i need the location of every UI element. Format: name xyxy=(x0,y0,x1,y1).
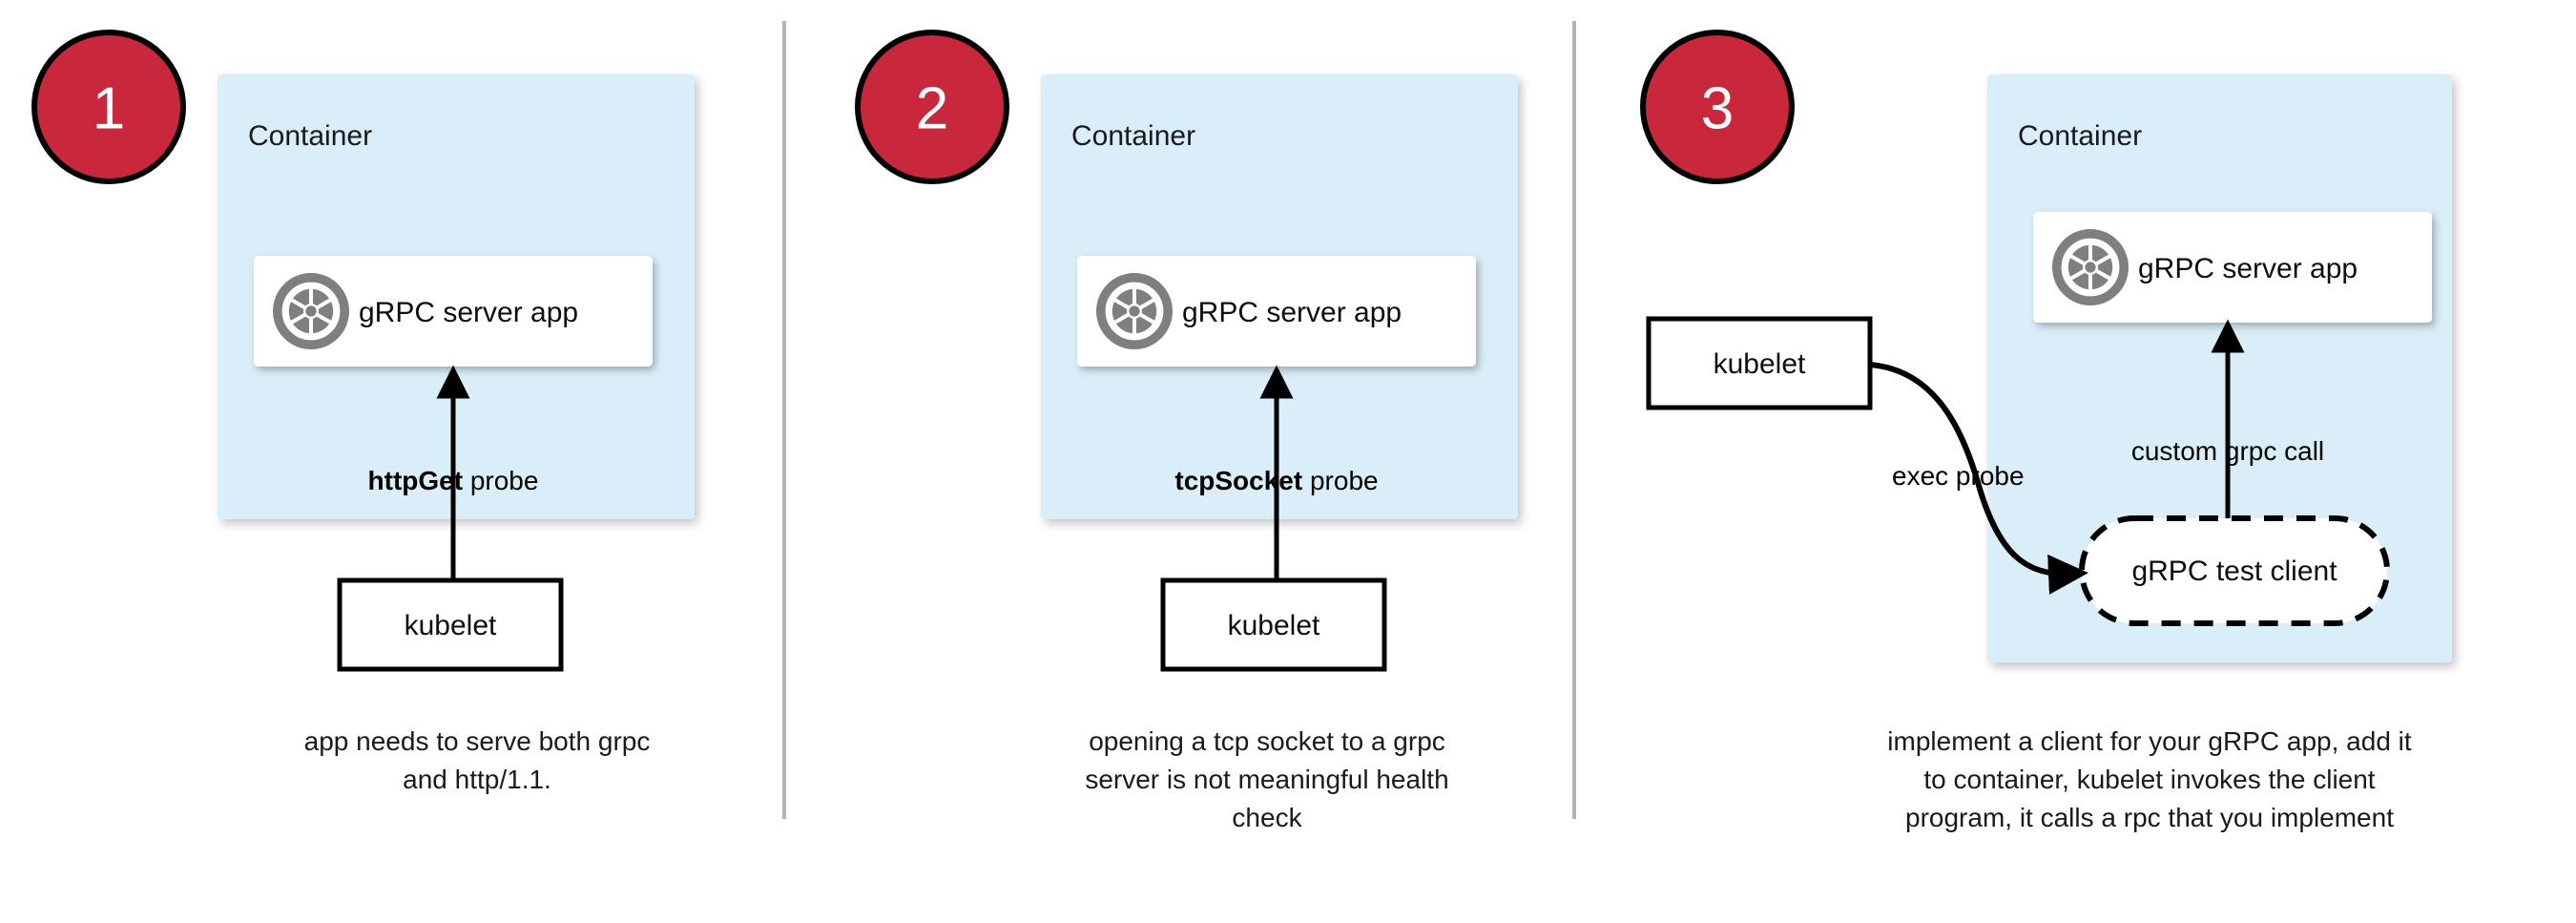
probe-rest-text: probe xyxy=(1948,461,2024,491)
exec-probe-label: exec probe xyxy=(1892,461,2025,491)
kubelet-box xyxy=(337,577,564,672)
kubelet-label: kubelet xyxy=(1714,348,1806,380)
kubelet-label: kubelet xyxy=(1228,610,1320,641)
app-card-bg xyxy=(254,256,653,367)
caption-line-3: program, it calls a rpc that you impleme… xyxy=(1905,803,2394,832)
kubelet-node-1: kubelet xyxy=(337,577,564,672)
container-label-2: Container xyxy=(1071,120,1195,152)
custom-grpc-call-label: custom grpc call xyxy=(2131,436,2324,466)
grpc-server-app-node-2: gRPC server app xyxy=(1077,256,1476,367)
step-badge-1: 1 xyxy=(31,30,186,184)
badge-number: 1 xyxy=(93,75,125,141)
badge-number: 3 xyxy=(1701,75,1734,141)
step-badge-3: 3 xyxy=(1640,30,1795,184)
exec-probe-arrow xyxy=(1869,362,2088,595)
badge-circle xyxy=(31,30,186,184)
probe-bold-text: exec xyxy=(1892,461,1948,491)
grpc-server-app-node-3: gRPC server app xyxy=(2033,212,2432,323)
grpc-server-app-node-1: gRPC server app xyxy=(254,256,653,367)
probe-bold-text: httpGet xyxy=(368,466,464,495)
caption-3: implement a client for your gRPC app, ad… xyxy=(1887,726,2412,832)
kubelet-node-2: kubelet xyxy=(1160,577,1387,672)
grpc-server-app-label: gRPC server app xyxy=(2138,253,2358,284)
panel-1: 1 Container gRPC server app httpGet prob… xyxy=(31,30,695,794)
caption-line-1: opening a tcp socket to a grpc xyxy=(1089,726,1445,756)
httpget-probe-label: httpGet probe xyxy=(368,466,539,495)
badge-circle xyxy=(1640,30,1795,184)
container-label-3: Container xyxy=(2018,120,2142,152)
grpc-server-app-label: gRPC server app xyxy=(359,297,578,328)
badge-circle xyxy=(855,30,1009,184)
caption-line-1: implement a client for your gRPC app, ad… xyxy=(1887,726,2412,756)
app-card-bg xyxy=(1077,256,1476,367)
grpc-test-client-box xyxy=(2079,515,2390,626)
caption-line-2: and http/1.1. xyxy=(403,765,551,794)
caption-1: app needs to serve both grpc and http/1.… xyxy=(304,726,651,794)
panel-3: 3 Container gRPC server app custom grpc … xyxy=(1640,30,2452,832)
kubelet-box xyxy=(1646,316,1873,410)
probe-bold-text: tcpSocket xyxy=(1174,466,1302,495)
kubelet-box xyxy=(1160,577,1387,672)
caption-2: opening a tcp socket to a grpc server is… xyxy=(1085,726,1448,832)
probe-rest-text: probe xyxy=(1302,466,1378,495)
grpc-test-client-label: gRPC test client xyxy=(2131,556,2337,587)
grpc-test-client-node: gRPC test client xyxy=(2079,515,2390,626)
panel-2: 2 Container gRPC server app tcpSocket pr… xyxy=(855,30,1518,832)
probe-rest-text: probe xyxy=(463,466,538,495)
app-card-bg xyxy=(2033,212,2432,323)
container-label-1: Container xyxy=(248,120,372,152)
tcpsocket-probe-label: tcpSocket probe xyxy=(1174,466,1378,495)
caption-line-1: app needs to serve both grpc xyxy=(304,726,651,756)
grpc-server-app-label: gRPC server app xyxy=(1182,297,1402,328)
caption-line-3: check xyxy=(1232,803,1302,832)
caption-line-2: server is not meaningful health xyxy=(1085,765,1448,794)
caption-line-2: to container, kubelet invokes the client xyxy=(1923,765,2375,794)
badge-number: 2 xyxy=(916,75,948,141)
kubelet-node-3: kubelet xyxy=(1646,316,1873,410)
kubelet-label: kubelet xyxy=(405,610,497,641)
step-badge-2: 2 xyxy=(855,30,1009,184)
